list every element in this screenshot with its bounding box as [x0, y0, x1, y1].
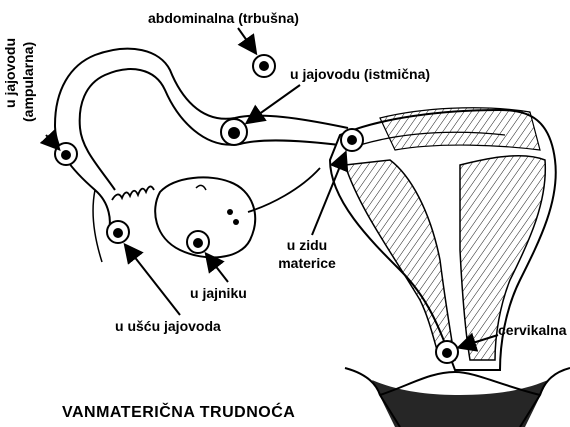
arrow-tube-opening [126, 246, 180, 315]
embryo-cervical [436, 341, 458, 363]
arrow-ovary [207, 255, 228, 282]
label-abdominal: abdominalna (trbušna) [148, 10, 299, 26]
label-ampullar-line1: u jajovodu [2, 38, 18, 108]
embryo-ampullar [55, 143, 77, 165]
label-isthmic: u jajovodu (istmična) [290, 66, 430, 82]
label-uterine-wall-line2: materice [272, 255, 342, 271]
label-ampullar-line2: (ampularna) [20, 42, 36, 122]
embryo-abdominal [253, 55, 275, 77]
embryo-ovary [187, 231, 209, 253]
diagram-title: VANMATERIČNA TRUDNOĆA [62, 404, 295, 422]
arrow-abdominal [238, 28, 255, 52]
embryo-uterine-wall [341, 129, 363, 151]
embryo-tube-opening [107, 221, 129, 243]
label-ovary: u jajniku [190, 285, 247, 301]
label-uterine-wall-line1: u zidu [272, 237, 342, 253]
label-tube-opening: u ušću jajovoda [115, 318, 221, 334]
label-cervical: cervikalna [498, 322, 567, 338]
embryo-isthmic [221, 119, 247, 145]
fimbriae [112, 186, 154, 200]
